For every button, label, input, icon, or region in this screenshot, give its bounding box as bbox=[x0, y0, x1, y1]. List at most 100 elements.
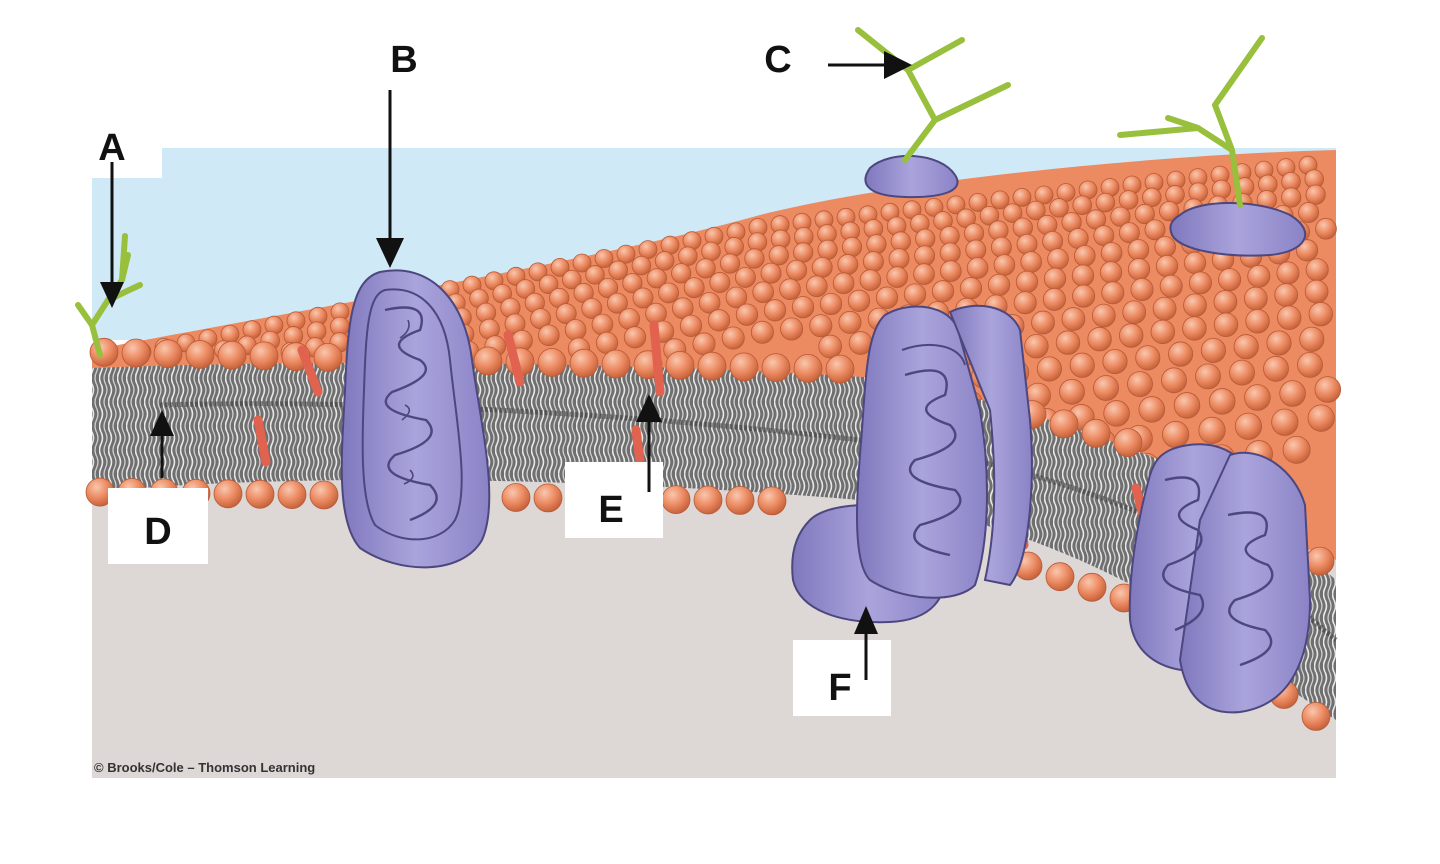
phospholipid-head bbox=[1055, 330, 1081, 355]
phospholipid-head bbox=[678, 246, 698, 266]
glycoprotein-base-right bbox=[1169, 202, 1307, 257]
label-e: E bbox=[598, 489, 623, 531]
upper-head bbox=[1081, 418, 1111, 448]
upper-head bbox=[249, 341, 279, 371]
label-box-d bbox=[108, 488, 208, 564]
phospholipid-head bbox=[913, 263, 935, 285]
phospholipid-head bbox=[1059, 378, 1085, 405]
phospholipid-head bbox=[537, 324, 560, 347]
phospholipid-head bbox=[1099, 261, 1123, 284]
upper-head bbox=[761, 353, 791, 383]
label-box-e bbox=[565, 462, 663, 538]
phospholipid-head bbox=[903, 283, 927, 306]
phospholipid-head bbox=[1200, 337, 1226, 363]
phospholipid-head bbox=[1247, 264, 1271, 288]
upper-head bbox=[793, 353, 823, 383]
upper-head bbox=[185, 340, 215, 369]
phospholipid-head bbox=[837, 254, 859, 275]
phospholipid-head bbox=[1101, 281, 1125, 305]
phospholipid-head bbox=[750, 320, 774, 344]
lower-head bbox=[725, 485, 755, 515]
phospholipid-head bbox=[1173, 392, 1201, 419]
phospholipid-head bbox=[671, 263, 692, 284]
phospholipid-head bbox=[1299, 326, 1325, 352]
carbohydrate-chain-a bbox=[75, 233, 143, 358]
phospholipid-head bbox=[968, 192, 988, 212]
phospholipid-head bbox=[1234, 412, 1263, 440]
phospholipid-head bbox=[1295, 239, 1319, 262]
phospholipid-head bbox=[597, 277, 619, 299]
phospholipid-head bbox=[818, 334, 843, 359]
phospholipid-head bbox=[1074, 245, 1096, 267]
phospholipid-head bbox=[931, 280, 955, 303]
label-c: C bbox=[764, 39, 791, 81]
phospholipid-head bbox=[1061, 307, 1086, 331]
upper-head bbox=[825, 354, 855, 384]
arrow-b bbox=[376, 90, 404, 268]
phospholipid-head bbox=[1047, 248, 1069, 270]
phospholipid-head bbox=[1208, 388, 1236, 415]
lower-head bbox=[245, 479, 275, 509]
upper-head bbox=[313, 342, 343, 372]
lower-head bbox=[1045, 562, 1075, 592]
phospholipid-head bbox=[841, 236, 863, 258]
phospholipid-head bbox=[809, 314, 833, 338]
lower-head bbox=[277, 480, 307, 510]
phospholipid-head bbox=[528, 262, 548, 282]
phospholipid-head bbox=[608, 260, 628, 281]
phospholipid-head bbox=[572, 253, 592, 273]
phospholipid-head bbox=[679, 314, 703, 338]
phospholipid-head bbox=[1093, 375, 1119, 401]
phospholipid-head bbox=[747, 232, 768, 252]
phospholipid-head bbox=[1071, 264, 1095, 287]
phospholipid-head bbox=[1315, 217, 1337, 240]
cholesterol-molecule bbox=[649, 320, 665, 397]
phospholipid-head bbox=[838, 310, 862, 334]
phospholipid-head bbox=[1155, 254, 1179, 278]
phospholipid-head bbox=[1031, 310, 1055, 335]
phospholipid-head bbox=[658, 282, 680, 304]
phospholipid-head bbox=[701, 241, 721, 262]
arrow-f bbox=[854, 606, 878, 680]
phospholipid-head bbox=[555, 303, 577, 325]
phospholipid-head bbox=[1122, 300, 1147, 325]
phospholipid-head bbox=[654, 251, 675, 271]
phospholipid-head bbox=[791, 295, 815, 319]
phospholipid-head bbox=[1244, 384, 1271, 411]
phospholipid-head bbox=[1138, 396, 1166, 423]
cholesterol-molecule bbox=[297, 345, 323, 397]
upper-head bbox=[1305, 546, 1335, 576]
phospholipid-head bbox=[1118, 222, 1140, 244]
phospholipid-head bbox=[1102, 348, 1128, 375]
phospholipid-head bbox=[866, 234, 887, 255]
phospholipid-head bbox=[875, 286, 899, 309]
phospholipid-head bbox=[1043, 267, 1067, 290]
phospholipid-head bbox=[564, 319, 587, 341]
phospholipid-head bbox=[550, 257, 570, 277]
phospholipid-head bbox=[646, 268, 667, 289]
phospholipid-head bbox=[786, 259, 808, 281]
lower-head bbox=[1301, 702, 1331, 731]
phospholipid-head bbox=[623, 326, 647, 349]
phospholipid-head bbox=[1274, 283, 1299, 307]
protein-pair-right bbox=[1128, 443, 1312, 714]
phospholipid-head bbox=[1154, 236, 1176, 258]
phospholipid-head bbox=[692, 332, 716, 356]
upper-head bbox=[1113, 428, 1143, 458]
phospholipid-head bbox=[780, 317, 804, 341]
phospholipid-head bbox=[1127, 371, 1153, 398]
cholesterol-molecule bbox=[631, 425, 645, 467]
phospholipid-head bbox=[1127, 239, 1150, 261]
phospholipid-head bbox=[1152, 296, 1177, 321]
phospholipid-head bbox=[979, 205, 1000, 226]
upper-head bbox=[537, 348, 567, 377]
phospholipid-head bbox=[1271, 408, 1299, 436]
phospholipid-head bbox=[886, 266, 908, 288]
phospholipid-head bbox=[1305, 258, 1329, 282]
phospholipid-head bbox=[1024, 334, 1049, 359]
phospholipid-head bbox=[946, 195, 966, 215]
phospholipid-head bbox=[1159, 274, 1183, 298]
phospholipid-head bbox=[793, 242, 814, 263]
phospholipid-head bbox=[1314, 376, 1342, 403]
lower-head bbox=[533, 483, 563, 513]
